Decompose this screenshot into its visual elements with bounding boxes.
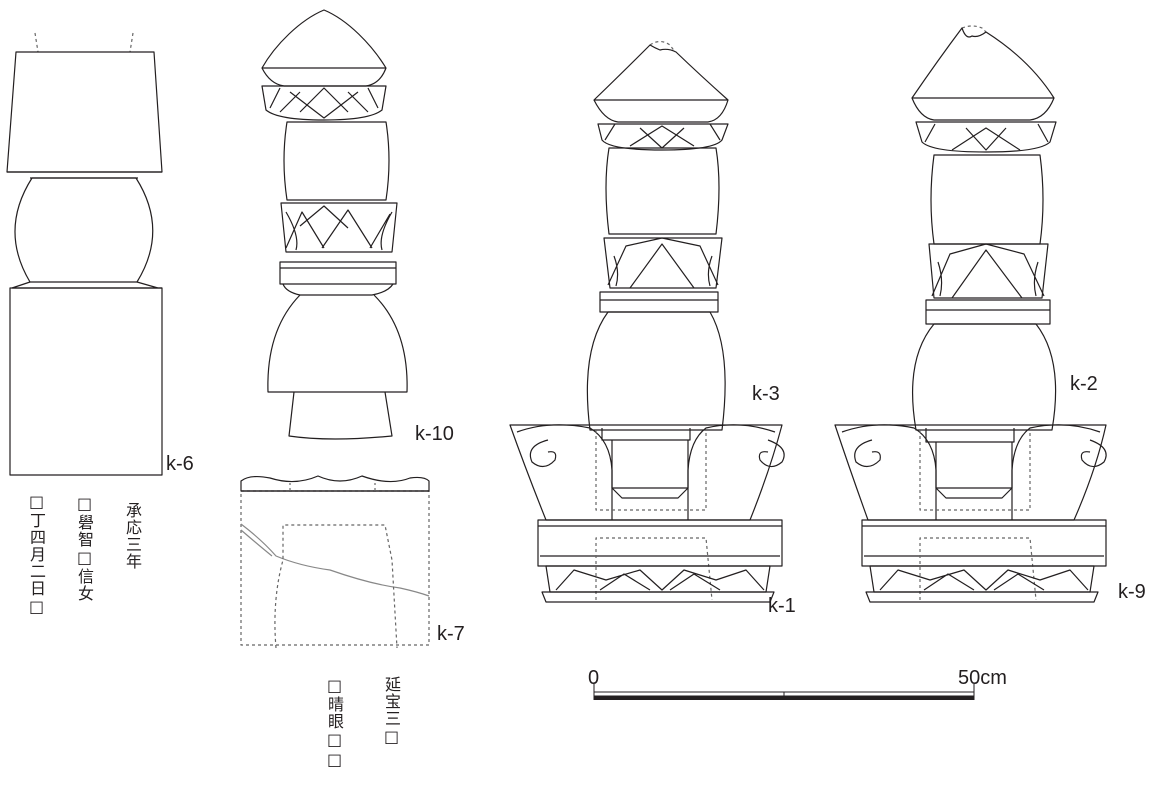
artifact-k2 (911, 25, 1057, 431)
inscription-k7-col1: 延宝三□ (382, 676, 401, 747)
inscription-k7-col2: □晴眼□□ (325, 676, 344, 770)
label-k10: k-10 (415, 423, 454, 445)
artifact-k7 (240, 475, 430, 649)
label-k1: k-1 (768, 595, 796, 617)
artifact-k3 (586, 40, 729, 431)
label-k3: k-3 (752, 383, 780, 405)
label-k7: k-7 (437, 623, 465, 645)
inscription-k6-col3: □丁四月二日□ (27, 492, 46, 617)
artifact-k6 (6, 32, 163, 476)
scale-bar (593, 684, 975, 700)
inscription-k6-col1: 承応三年 (123, 502, 142, 570)
artifact-k10 (261, 9, 408, 440)
scale-start-label: 0 (588, 667, 599, 689)
label-k9: k-9 (1118, 581, 1146, 603)
inscription-k6-col2: □礐智□信女 (75, 494, 94, 602)
scale-end-label: 50cm (958, 667, 1007, 689)
artifact-k1 (509, 424, 785, 603)
label-k6: k-6 (166, 453, 194, 475)
label-k2: k-2 (1070, 373, 1098, 395)
artifact-k9 (834, 424, 1107, 603)
